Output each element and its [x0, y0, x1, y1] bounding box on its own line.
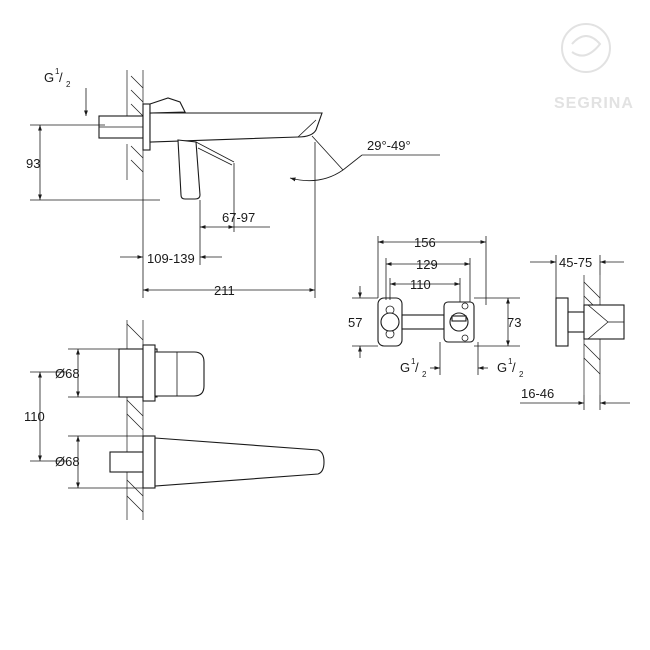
svg-text:1: 1 — [508, 357, 513, 366]
svg-text:93: 93 — [26, 156, 40, 171]
lever-handle — [177, 139, 201, 200]
svg-text:110: 110 — [410, 277, 431, 292]
handle-escutcheon — [142, 344, 156, 402]
dim-height-57: 57 — [348, 286, 378, 358]
svg-text:/: / — [415, 360, 419, 375]
dim-wall-bottom: 16-46 — [520, 386, 630, 410]
rough-in-thread-right: G 1 / 2 — [477, 342, 524, 379]
left-port — [380, 312, 400, 332]
svg-text:Ø68: Ø68 — [55, 454, 80, 469]
spout-front — [154, 437, 325, 487]
watermark-logo: SEGRINA — [554, 23, 634, 112]
svg-text:/: / — [59, 70, 63, 85]
svg-text:67-97: 67-97 — [222, 210, 255, 225]
svg-text:109-139: 109-139 — [147, 251, 195, 266]
svg-text:1: 1 — [55, 67, 60, 76]
rough-in-pipe — [401, 314, 445, 330]
svg-text:G: G — [400, 360, 410, 375]
escutcheon-plate — [142, 103, 151, 151]
svg-text:57: 57 — [348, 315, 362, 330]
svg-text:G: G — [497, 360, 507, 375]
dim-width-156: 156 — [377, 235, 487, 305]
svg-text:/: / — [512, 360, 516, 375]
inlet-pipe — [98, 115, 144, 139]
dim-spout-angle: 29°-49° — [289, 135, 440, 182]
wall-section: 45-75 16-46 — [520, 255, 630, 410]
svg-text:129: 129 — [416, 257, 438, 272]
spout-escutcheon — [142, 435, 156, 489]
svg-text:211: 211 — [214, 283, 235, 298]
dim-height-93: 93 — [26, 124, 160, 201]
dim-depth: 109-139 — [120, 180, 222, 298]
svg-text:45-75: 45-75 — [559, 255, 592, 270]
dim-spacing: 110 — [24, 371, 66, 462]
handle-knob — [154, 351, 205, 397]
wall-section-sleeve — [567, 311, 585, 333]
svg-text:16-46: 16-46 — [521, 386, 554, 401]
svg-text:2: 2 — [519, 370, 524, 379]
dim-width-129: 129 — [385, 257, 471, 302]
svg-text:G: G — [44, 70, 54, 85]
svg-text:73: 73 — [507, 315, 521, 330]
rough-in-thread-left: G 1 / 2 — [400, 342, 441, 379]
svg-text:110: 110 — [24, 409, 45, 424]
side-thread-label: G 1 / 2 — [44, 67, 88, 116]
lever-top — [149, 97, 186, 114]
dim-spout-length: 211 — [143, 142, 316, 298]
side-view: G 1 / 2 93 29°-49° 67-97 — [26, 67, 440, 298]
svg-text:Ø68: Ø68 — [55, 366, 80, 381]
spout — [149, 112, 323, 143]
rough-in-body: 156 129 110 57 73 — [348, 235, 524, 379]
watermark-text: SEGRINA — [554, 95, 634, 112]
front-view: Ø68 Ø68 110 — [24, 320, 325, 520]
svg-text:156: 156 — [414, 235, 436, 250]
svg-text:1: 1 — [411, 357, 416, 366]
spout-pipe — [109, 451, 146, 473]
dim-dia-lever: Ø68 — [55, 348, 119, 398]
dim-dia-spout: Ø68 — [55, 435, 143, 489]
svg-text:2: 2 — [422, 370, 427, 379]
dim-height-73: 73 — [474, 297, 521, 347]
dim-lever-reach: 67-97 — [199, 163, 270, 232]
svg-text:29°-49°: 29°-49° — [367, 138, 411, 153]
dim-width-110: 110 — [389, 277, 461, 302]
dim-wall-top: 45-75 — [530, 255, 624, 298]
wall-section-plate — [555, 297, 569, 347]
svg-text:2: 2 — [66, 80, 71, 89]
